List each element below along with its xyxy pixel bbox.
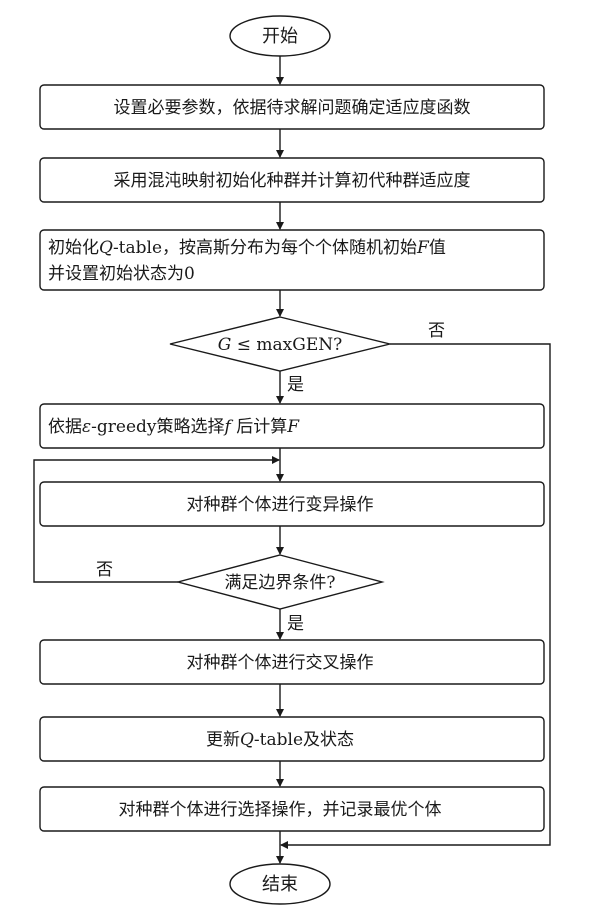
decision-generation-check: G ≤ maxGEN?: [169, 316, 391, 372]
step-set-parameters: 设置必要参数，依据待求解问题确定适应度函数: [39, 84, 545, 130]
decision-generation-label: G ≤ maxGEN?: [218, 335, 342, 355]
arrow-boundary-no-loop: [33, 456, 280, 583]
step-selection: 对种群个体进行选择操作，并记录最优个体: [39, 786, 545, 832]
label-no-boundary: 否: [96, 560, 113, 580]
step-epsilon-greedy: 依据ε-greedy策略选择f 后计算F: [39, 403, 545, 449]
step-mutation-label: 对种群个体进行变异操作: [187, 495, 374, 515]
step-selection-label: 对种群个体进行选择操作，并记录最优个体: [119, 800, 442, 820]
step-qtable-initialization-line2: 并设置初始状态为0: [48, 264, 195, 284]
decision-boundary-label: 满足边界条件?: [224, 573, 335, 593]
arrow-generation-no-to-end: [280, 343, 551, 849]
step-epsilon-greedy-label: 依据ε-greedy策略选择f 后计算F: [48, 417, 300, 437]
start-label: 开始: [262, 26, 298, 47]
step-update-qtable: 更新Q-table及状态: [39, 716, 545, 762]
label-yes-generation: 是: [287, 375, 304, 395]
step-mutation: 对种群个体进行变异操作: [39, 481, 545, 527]
step-set-parameters-label: 设置必要参数，依据待求解问题确定适应度函数: [114, 98, 471, 118]
step-chaos-initialization: 采用混沌映射初始化种群并计算初代种群适应度: [39, 157, 545, 203]
step-chaos-initialization-label: 采用混沌映射初始化种群并计算初代种群适应度: [114, 171, 471, 191]
step-qtable-initialization: 初始化Q-table，按高斯分布为每个个体随机初始F值 并设置初始状态为0: [39, 229, 545, 291]
step-crossover-label: 对种群个体进行交叉操作: [187, 653, 374, 673]
decision-boundary-check: 满足边界条件?: [175, 554, 385, 610]
label-yes-boundary: 是: [287, 614, 304, 634]
start-terminal: 开始: [229, 15, 331, 57]
step-update-qtable-label: 更新Q-table及状态: [206, 730, 354, 750]
step-crossover: 对种群个体进行交叉操作: [39, 639, 545, 685]
end-terminal: 结束: [229, 863, 331, 905]
step-qtable-initialization-line1: 初始化Q-table，按高斯分布为每个个体随机初始F值: [48, 238, 446, 258]
end-label: 结束: [262, 874, 298, 895]
label-no-generation: 否: [428, 321, 445, 341]
